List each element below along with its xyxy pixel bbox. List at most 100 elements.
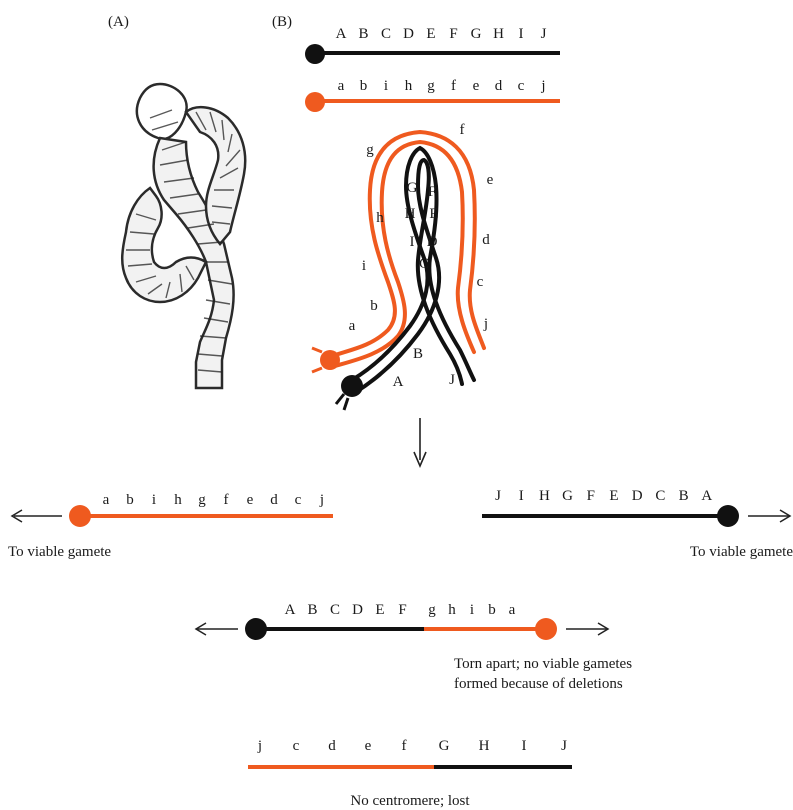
caption-acentric: No centromere; lost — [350, 793, 470, 809]
gene-label-acentric-black-1: H — [479, 738, 490, 754]
centromere-orange-left — [69, 505, 91, 527]
gene-label-dicentric-black-2: C — [330, 602, 340, 618]
centromere-black-top — [305, 44, 325, 64]
gene-label-left-6: e — [247, 492, 254, 508]
gene-label-orange-7: d — [495, 78, 503, 94]
gene-label-left-0: a — [103, 492, 110, 508]
gene-label-black-7: H — [493, 26, 504, 42]
loop-label-black-left-2: I — [410, 234, 415, 250]
gene-label-orange-0: a — [338, 78, 345, 94]
loop-label-orange-right-4: j — [483, 316, 488, 332]
gene-label-right-9: A — [701, 488, 712, 504]
centromere-black-loop — [341, 375, 363, 397]
gene-label-left-7: d — [270, 492, 278, 508]
loop-label-orange-left-0: g — [366, 142, 374, 158]
gene-label-orange-5: f — [451, 78, 456, 94]
gene-label-orange-3: h — [405, 78, 413, 94]
caption-dicentric-1: Torn apart; no viable gametes — [454, 656, 632, 672]
centromere-orange-dicentric — [535, 618, 557, 640]
gene-label-orange-4: g — [427, 78, 435, 94]
gene-label-left-9: j — [319, 492, 324, 508]
caption-dicentric-2: formed because of deletions — [454, 676, 623, 692]
product-acentric: j c d e f G H I J No centromere; lost — [248, 738, 572, 809]
gene-label-right-1: I — [519, 488, 524, 504]
gene-label-right-3: G — [562, 488, 573, 504]
gene-label-orange-1: b — [360, 78, 368, 94]
gene-label-black-0: A — [336, 26, 347, 42]
loop-label-orange-right-3: c — [477, 274, 484, 290]
loop-label-black-left-3: C — [419, 256, 429, 272]
gene-label-black-1: B — [358, 26, 368, 42]
gene-label-right-7: C — [655, 488, 665, 504]
loop-label-black-right-2: D — [427, 234, 438, 250]
panel-b-label: (B) — [272, 14, 292, 30]
gene-label-dicentric-black-3: D — [352, 602, 363, 618]
gene-label-acentric-orange-0: j — [257, 738, 262, 754]
gene-label-acentric-black-3: J — [561, 738, 567, 754]
loop-label-orange-right-1: e — [487, 172, 494, 188]
gene-label-right-6: D — [632, 488, 643, 504]
loop-label-black-right-0: F — [428, 184, 436, 200]
gene-label-orange-8: c — [518, 78, 525, 94]
gene-label-acentric-orange-3: e — [365, 738, 372, 754]
gene-label-left-5: f — [224, 492, 229, 508]
gene-label-black-9: J — [541, 26, 547, 42]
centromere-black-dicentric — [245, 618, 267, 640]
gene-label-left-3: h — [174, 492, 182, 508]
loop-label-orange-left-1: h — [376, 210, 384, 226]
gene-label-black-4: E — [426, 26, 435, 42]
loop-label-orange-right-2: d — [482, 232, 490, 248]
gene-label-dicentric-black-4: E — [375, 602, 384, 618]
gene-label-black-2: C — [381, 26, 391, 42]
centromere-black-right — [717, 505, 739, 527]
loop-label-black-bottom-2: J — [449, 372, 455, 388]
gene-label-acentric-orange-1: c — [293, 738, 300, 754]
gene-label-left-2: i — [152, 492, 156, 508]
centromere-orange-loop — [320, 350, 340, 370]
gene-label-dicentric-orange-3: b — [488, 602, 496, 618]
gene-label-right-5: E — [609, 488, 618, 504]
gene-label-right-8: B — [679, 488, 689, 504]
loop-label-orange-left-4: a — [349, 318, 356, 334]
gene-label-right-0: J — [495, 488, 501, 504]
gene-label-dicentric-orange-4: a — [509, 602, 516, 618]
gene-label-left-4: g — [198, 492, 206, 508]
caption-left: To viable gamete — [8, 544, 111, 560]
loop-label-black-bottom-0: B — [413, 346, 423, 362]
caption-right: To viable gamete — [690, 544, 793, 560]
inversion-loop — [335, 132, 484, 392]
gene-label-acentric-orange-2: d — [328, 738, 336, 754]
loop-label-orange-left-3: b — [370, 298, 378, 314]
gene-label-black-3: D — [403, 26, 414, 42]
gene-label-dicentric-black-0: A — [285, 602, 296, 618]
gene-label-left-1: b — [126, 492, 134, 508]
gene-label-dicentric-black-5: F — [398, 602, 406, 618]
gene-label-dicentric-orange-0: g — [428, 602, 436, 618]
loop-label-black-left-1: H — [405, 206, 416, 222]
gene-label-right-2: H — [539, 488, 550, 504]
gene-label-acentric-orange-4: f — [402, 738, 407, 754]
panel-a-label: (A) — [108, 14, 129, 30]
gene-label-dicentric-orange-1: h — [448, 602, 456, 618]
centromere-orange-top — [305, 92, 325, 112]
gene-label-orange-2: i — [384, 78, 388, 94]
gene-label-black-6: G — [471, 26, 482, 42]
gene-label-acentric-black-2: I — [522, 738, 527, 754]
loop-label-orange-right-0: f — [460, 122, 465, 138]
polytene-chromosome-drawing — [122, 84, 245, 388]
gene-label-acentric-black-0: G — [439, 738, 450, 754]
loop-label-black-bottom-1: A — [393, 374, 404, 390]
loop-label-black-right-1: E — [429, 206, 438, 222]
gene-label-dicentric-orange-2: i — [470, 602, 474, 618]
gene-label-orange-6: e — [473, 78, 480, 94]
down-arrow — [414, 418, 426, 466]
gene-label-dicentric-black-1: B — [307, 602, 317, 618]
loop-label-black-left-0: G — [407, 180, 418, 196]
loop-centromeres — [312, 348, 363, 410]
